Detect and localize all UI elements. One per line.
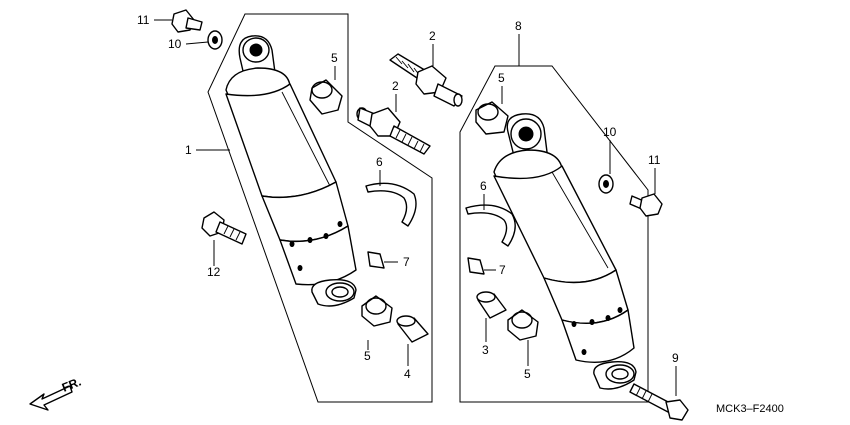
washer-right (598, 174, 614, 194)
callout-8: 8 (515, 19, 522, 33)
callout-5-right-bottom: 5 (524, 367, 531, 381)
callout-5-right-top: 5 (498, 71, 505, 85)
bolt-right-long (629, 383, 689, 421)
callout-5-left-bottom: 5 (364, 349, 371, 363)
collar-right (476, 291, 507, 319)
collar-left (396, 315, 429, 343)
callout-1: 1 (185, 143, 192, 157)
front-direction-indicator: FR. (29, 375, 83, 411)
bolt-left-long (201, 211, 247, 245)
callout-5-left-top: 5 (331, 51, 338, 65)
bolt-left-top (171, 9, 203, 33)
clip-left (367, 251, 385, 269)
callout-11-right: 11 (648, 153, 661, 167)
left-assembly-outline (207, 13, 433, 403)
callout-6-left: 6 (376, 155, 383, 169)
left-shock-absorber (225, 35, 357, 307)
right-shock-absorber (493, 113, 637, 390)
callout-10-left: 10 (168, 37, 182, 51)
bolt-right (629, 193, 663, 217)
leader-lines (154, 19, 677, 396)
callout-9: 9 (672, 351, 679, 365)
callout-4: 4 (404, 367, 411, 381)
bushing-left-top (309, 79, 343, 115)
front-arrow-icon (29, 385, 73, 411)
callout-10-right: 10 (603, 125, 617, 139)
callout-6-right: 6 (480, 179, 487, 193)
bushing-right-top (475, 101, 509, 135)
clip-right (467, 257, 485, 275)
washer-left (207, 30, 223, 50)
stud-bolt-upper (389, 53, 463, 107)
spring-seat-left (365, 182, 417, 227)
spring-seat-right (465, 204, 516, 247)
diagram-code: MCK3–F2400 (716, 403, 784, 415)
callout-7-left: 7 (403, 255, 410, 269)
callout-2-lower: 2 (392, 79, 399, 93)
bushing-left-bottom (361, 295, 393, 327)
callout-11-left: 11 (137, 13, 150, 27)
stud-bolt-lower (356, 107, 431, 155)
callout-3: 3 (482, 343, 489, 357)
front-direction-label: FR. (60, 375, 83, 395)
callout-7-right: 7 (499, 263, 506, 277)
bushing-right-bottom (507, 309, 539, 341)
callout-2-upper: 2 (429, 29, 436, 43)
callout-12: 12 (207, 265, 221, 279)
